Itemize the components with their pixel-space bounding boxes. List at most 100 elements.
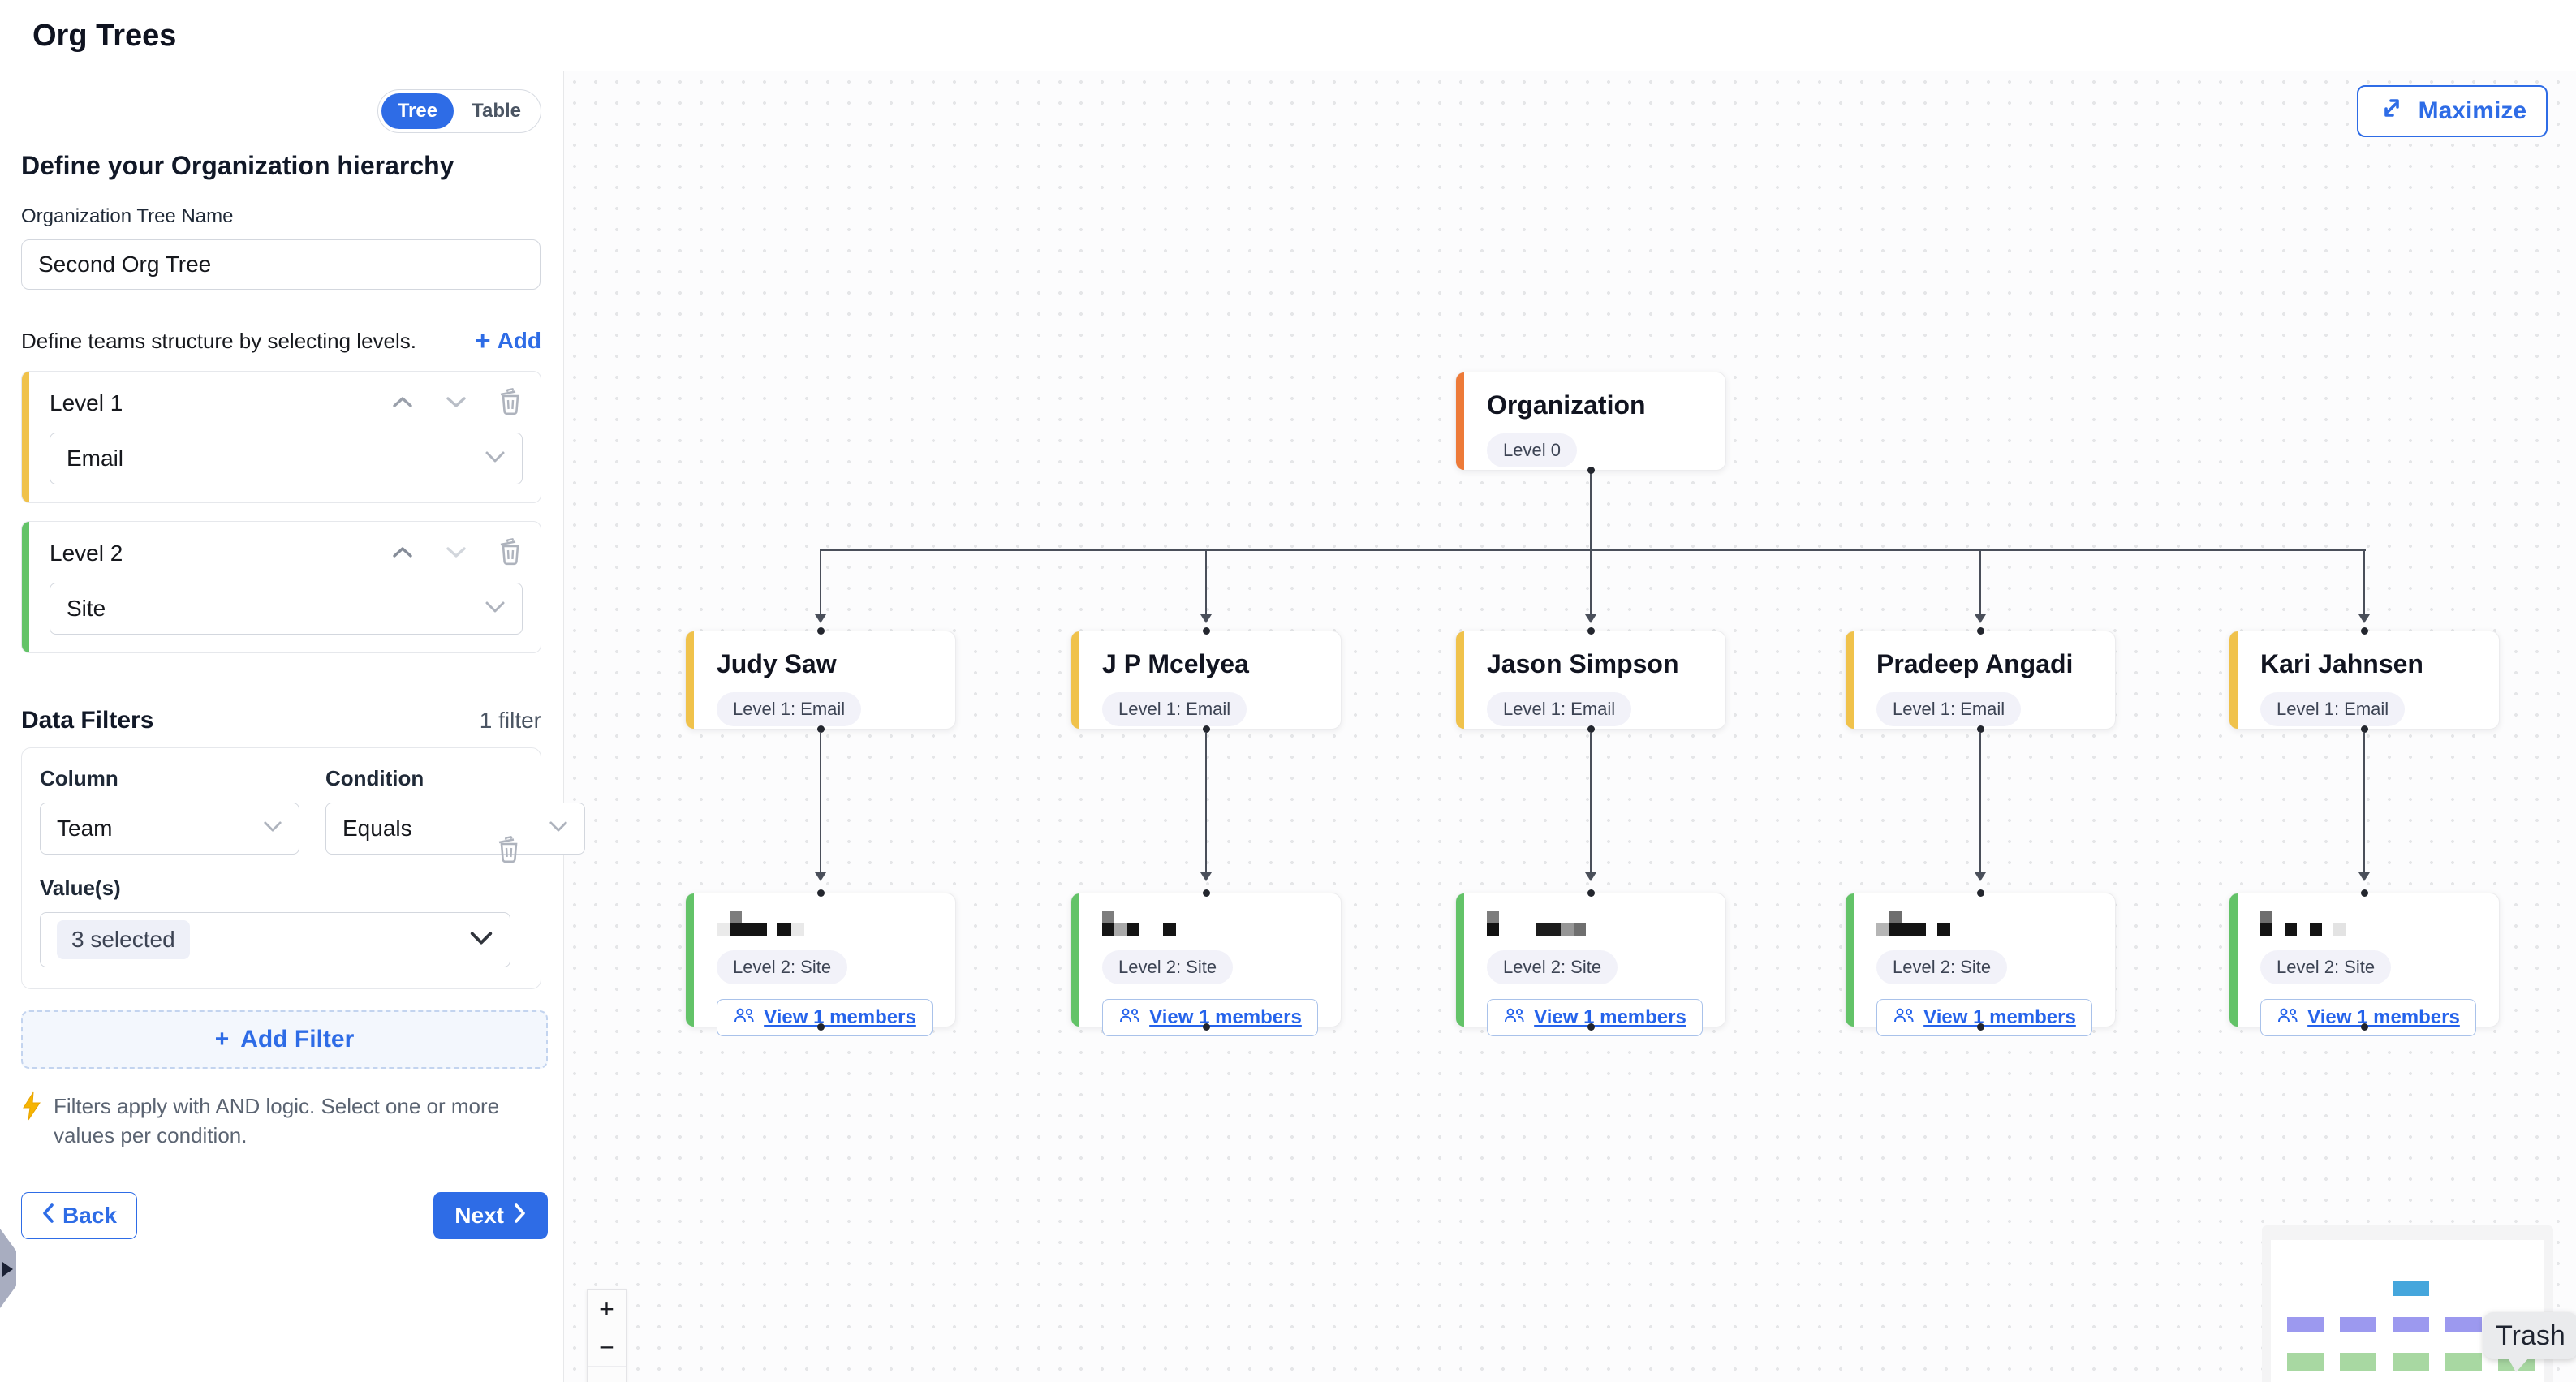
connector-dot[interactable]: [1587, 889, 1595, 897]
toggle-tree[interactable]: Tree: [381, 93, 454, 129]
arrowhead-icon: [2358, 872, 2370, 881]
arrowhead-icon: [1975, 872, 1986, 881]
toggle-table[interactable]: Table: [472, 100, 521, 122]
connector-dot[interactable]: [817, 627, 825, 635]
edge-drop-3: [1590, 549, 1592, 614]
org-node-level2[interactable]: Level 2: Site View 1 members: [2229, 889, 2500, 1036]
zoom-in-button[interactable]: +: [588, 1290, 626, 1328]
level-badge: Level 1: Email: [2260, 692, 2406, 726]
org-node-level1[interactable]: Pradeep Angadi Level 1: Email: [1845, 627, 2116, 733]
connector-dot[interactable]: [1977, 1023, 1984, 1031]
chevron-right-icon: [514, 1203, 527, 1229]
level-badge: Level 0: [1487, 433, 1577, 467]
level-2-column-select[interactable]: Site: [50, 583, 523, 635]
canvas-zoom-controls: + −: [587, 1289, 627, 1382]
edge-root-to-bus: [1590, 473, 1592, 549]
level-badge: Level 2: Site: [1102, 950, 1234, 984]
chevron-down-icon: [445, 545, 467, 562]
org-node-level2[interactable]: Level 2: Site View 1 members: [1070, 889, 1342, 1036]
node-accent-stripe: [1071, 893, 1079, 1027]
level-badge: Level 2: Site: [1876, 950, 2008, 984]
maximize-button[interactable]: Maximize: [2356, 85, 2548, 137]
zoom-out-button[interactable]: −: [588, 1328, 626, 1367]
edge-drop-4: [1979, 549, 1981, 614]
level-1-move-down-button[interactable]: [445, 394, 467, 411]
filter-values-select[interactable]: 3 selected: [40, 912, 510, 967]
node-accent-stripe: [1456, 372, 1464, 470]
add-level-label: Add: [497, 328, 541, 353]
arrowhead-icon: [1585, 872, 1596, 881]
org-node-level1[interactable]: Judy Saw Level 1: Email: [685, 627, 956, 733]
people-icon: [1893, 1006, 1915, 1030]
connector-dot[interactable]: [1203, 889, 1210, 897]
next-button[interactable]: Next: [433, 1192, 548, 1239]
level-badge: Level 1: Email: [717, 692, 862, 726]
connector-dot[interactable]: [1977, 725, 1984, 733]
level-badge: Level 2: Site: [717, 950, 848, 984]
edge-l1-l2-1: [820, 733, 821, 872]
add-level-button[interactable]: + Add: [475, 327, 541, 355]
redacted-title: [717, 911, 955, 936]
node-accent-stripe: [2229, 893, 2238, 1027]
node-accent-stripe: [686, 893, 694, 1027]
level-2-move-up-button[interactable]: [391, 545, 414, 562]
connector-dot[interactable]: [2361, 725, 2368, 733]
org-node-level2[interactable]: Level 2: Site View 1 members: [1845, 889, 2116, 1036]
view-members-button[interactable]: View 1 members: [1487, 999, 1703, 1036]
level-card-1: Level 1 Email: [21, 371, 541, 503]
level-card-2: Level 2 Site: [21, 521, 541, 653]
arrowhead-icon: [815, 872, 826, 881]
connector-dot[interactable]: [2361, 1023, 2368, 1031]
selected-count-chip: 3 selected: [57, 920, 190, 959]
view-members-button[interactable]: View 1 members: [1102, 999, 1318, 1036]
view-members-button[interactable]: View 1 members: [2260, 999, 2476, 1036]
filter-condition-select[interactable]: Equals: [325, 803, 585, 855]
org-node-level1[interactable]: J P Mcelyea Level 1: Email: [1070, 627, 1342, 733]
trash-icon: [497, 836, 521, 866]
arrowhead-icon: [1975, 614, 1986, 623]
filter-column-select[interactable]: Team: [40, 803, 299, 855]
level-2-delete-button[interactable]: [498, 538, 523, 568]
level-1-delete-button[interactable]: [498, 388, 523, 418]
connector-dot[interactable]: [1587, 725, 1595, 733]
connector-dot[interactable]: [1977, 627, 1984, 635]
connector-dot[interactable]: [2361, 889, 2368, 897]
filter-condition-label: Condition: [325, 766, 424, 790]
org-node-level1[interactable]: Jason Simpson Level 1: Email: [1455, 627, 1726, 733]
connector-dot[interactable]: [2361, 627, 2368, 635]
connector-dot[interactable]: [817, 725, 825, 733]
org-node-level1[interactable]: Kari Jahnsen Level 1: Email: [2229, 627, 2500, 733]
add-filter-button[interactable]: + Add Filter: [21, 1010, 548, 1069]
connector-dot[interactable]: [1587, 467, 1595, 474]
org-node-root[interactable]: Organization Level 0: [1455, 372, 1726, 474]
fit-view-button[interactable]: [588, 1367, 626, 1382]
tree-name-label: Organization Tree Name: [21, 205, 234, 227]
connector-dot[interactable]: [1203, 1023, 1210, 1031]
sidebar-collapse-handle[interactable]: [0, 1229, 16, 1308]
level-1-move-up-button[interactable]: [391, 394, 414, 411]
node-title: Jason Simpson: [1487, 649, 1679, 678]
connector-dot[interactable]: [1203, 725, 1210, 733]
filter-delete-button[interactable]: [497, 836, 521, 866]
org-node-level2[interactable]: Level 2: Site View 1 members: [685, 889, 956, 1036]
connector-dot[interactable]: [1587, 1023, 1595, 1031]
back-button[interactable]: Back: [21, 1192, 137, 1239]
connector-dot[interactable]: [817, 889, 825, 897]
chevron-down-icon: [445, 394, 467, 411]
level-badge: Level 2: Site: [2260, 950, 2392, 984]
org-tree-canvas[interactable]: Maximize Organization Level 0 Judy Saw L…: [564, 71, 2576, 1382]
view-members-button[interactable]: View 1 members: [1876, 999, 2092, 1036]
config-sidebar: Tree Table Define your Organization hier…: [0, 71, 585, 1382]
level-badge: Level 2: Site: [1487, 950, 1618, 984]
connector-dot[interactable]: [1977, 889, 1984, 897]
level-2-move-down-button[interactable]: [445, 545, 467, 562]
level-1-column-select[interactable]: Email: [50, 433, 523, 484]
edge-l1-l2-5: [2363, 733, 2365, 872]
connector-dot[interactable]: [1587, 627, 1595, 635]
view-members-button[interactable]: View 1 members: [717, 999, 933, 1036]
org-node-level2[interactable]: Level 2: Site View 1 members: [1455, 889, 1726, 1036]
connector-dot[interactable]: [817, 1023, 825, 1031]
connector-dot[interactable]: [1203, 627, 1210, 635]
tree-name-input[interactable]: [21, 239, 541, 290]
lightning-icon: [21, 1091, 42, 1150]
